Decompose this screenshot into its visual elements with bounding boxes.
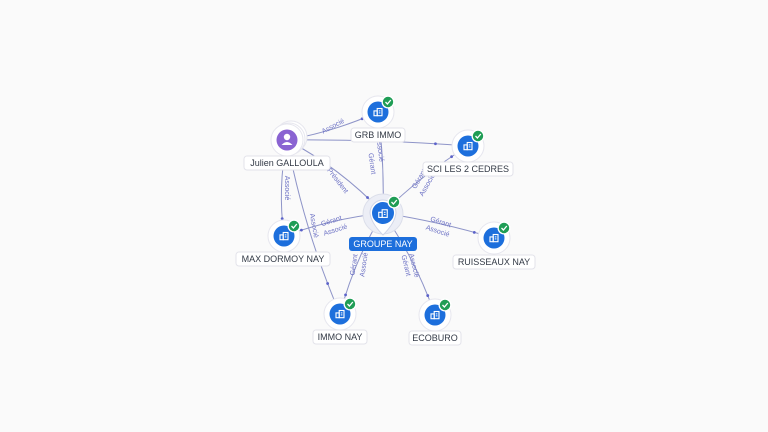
- node-circle: [273, 225, 295, 247]
- edge-role-label: Gérant: [367, 153, 377, 175]
- node-label: ECOBURO: [412, 333, 458, 343]
- node-immo[interactable]: IMMO NAY: [312, 297, 368, 345]
- node-label: GRB IMMO: [355, 130, 402, 140]
- node-label: MAX DORMOY NAY: [242, 254, 325, 264]
- edge-arrow-marker: [434, 142, 437, 146]
- edge-arrow-marker: [300, 228, 303, 232]
- edge-arrow-marker: [366, 196, 369, 199]
- edge-arrow-marker: [472, 230, 476, 234]
- check-badge-icon: [387, 195, 401, 209]
- building-icon: [489, 233, 499, 243]
- node-groupe[interactable]: GROUPE NAY: [349, 193, 417, 251]
- check-badge-icon: [343, 297, 357, 311]
- node-circle: [367, 101, 389, 123]
- building-icon: [430, 310, 440, 320]
- edge-role-label: Associé: [359, 252, 369, 277]
- node-max[interactable]: MAX DORMOY NAY: [235, 219, 331, 267]
- node-label-background: [312, 329, 368, 345]
- node-ruis[interactable]: RUISSEAUX NAY: [452, 221, 536, 270]
- node-label: Julien GALLOULA: [250, 158, 324, 168]
- node-eco[interactable]: ECOBURO: [408, 298, 462, 346]
- edge-arrow-marker: [450, 155, 454, 159]
- node-label-background: [349, 237, 417, 251]
- building-icon: [373, 107, 383, 117]
- node-circle: [329, 303, 351, 325]
- edge-arrow-marker: [426, 294, 430, 297]
- edge-role-label: Associé: [374, 137, 384, 162]
- node-label-background: [350, 127, 406, 143]
- node-circle: [424, 304, 446, 326]
- building-icon: [378, 209, 388, 218]
- user-icon: [281, 133, 293, 145]
- edge-arrow-marker: [326, 282, 330, 285]
- edge-arrow-marker: [344, 293, 347, 297]
- node-label-background: [243, 155, 331, 171]
- building-icon: [335, 309, 345, 319]
- edge-role-label: Gérant: [350, 254, 360, 276]
- building-icon: [463, 141, 473, 151]
- edge-role-label: Gérant: [399, 254, 411, 277]
- nodes-layer: GROUPE NAY Julien GALLOULA GRB IMMO SCI LES…: [235, 95, 536, 346]
- node-sci[interactable]: SCI LES 2 CEDRES: [422, 129, 514, 177]
- check-badge-icon: [287, 219, 301, 233]
- node-label-background: [422, 161, 514, 177]
- node-circle: [457, 135, 479, 157]
- node-label-background: [408, 330, 462, 346]
- node-circle: [483, 227, 505, 249]
- check-badge-icon: [438, 298, 452, 312]
- node-circle: [372, 202, 394, 224]
- node-label-background: [235, 251, 331, 267]
- node-julien[interactable]: Julien GALLOULA: [243, 120, 331, 171]
- node-grb[interactable]: GRB IMMO: [350, 95, 406, 143]
- check-badge-icon: [381, 95, 395, 109]
- node-label: SCI LES 2 CEDRES: [427, 164, 509, 174]
- node-label: RUISSEAUX NAY: [458, 257, 530, 267]
- building-icon: [279, 231, 289, 241]
- edge-role-label: Associé: [321, 118, 346, 136]
- node-label: IMMO NAY: [318, 332, 363, 342]
- check-badge-icon: [497, 221, 511, 235]
- check-badge-icon: [471, 129, 485, 143]
- node-label: GROUPE NAY: [353, 239, 412, 249]
- edge-role-label: Associé: [308, 213, 319, 238]
- edge-role-label: Associé: [283, 176, 290, 201]
- edge-arrow-marker: [280, 217, 284, 221]
- node-label-background: [452, 254, 536, 270]
